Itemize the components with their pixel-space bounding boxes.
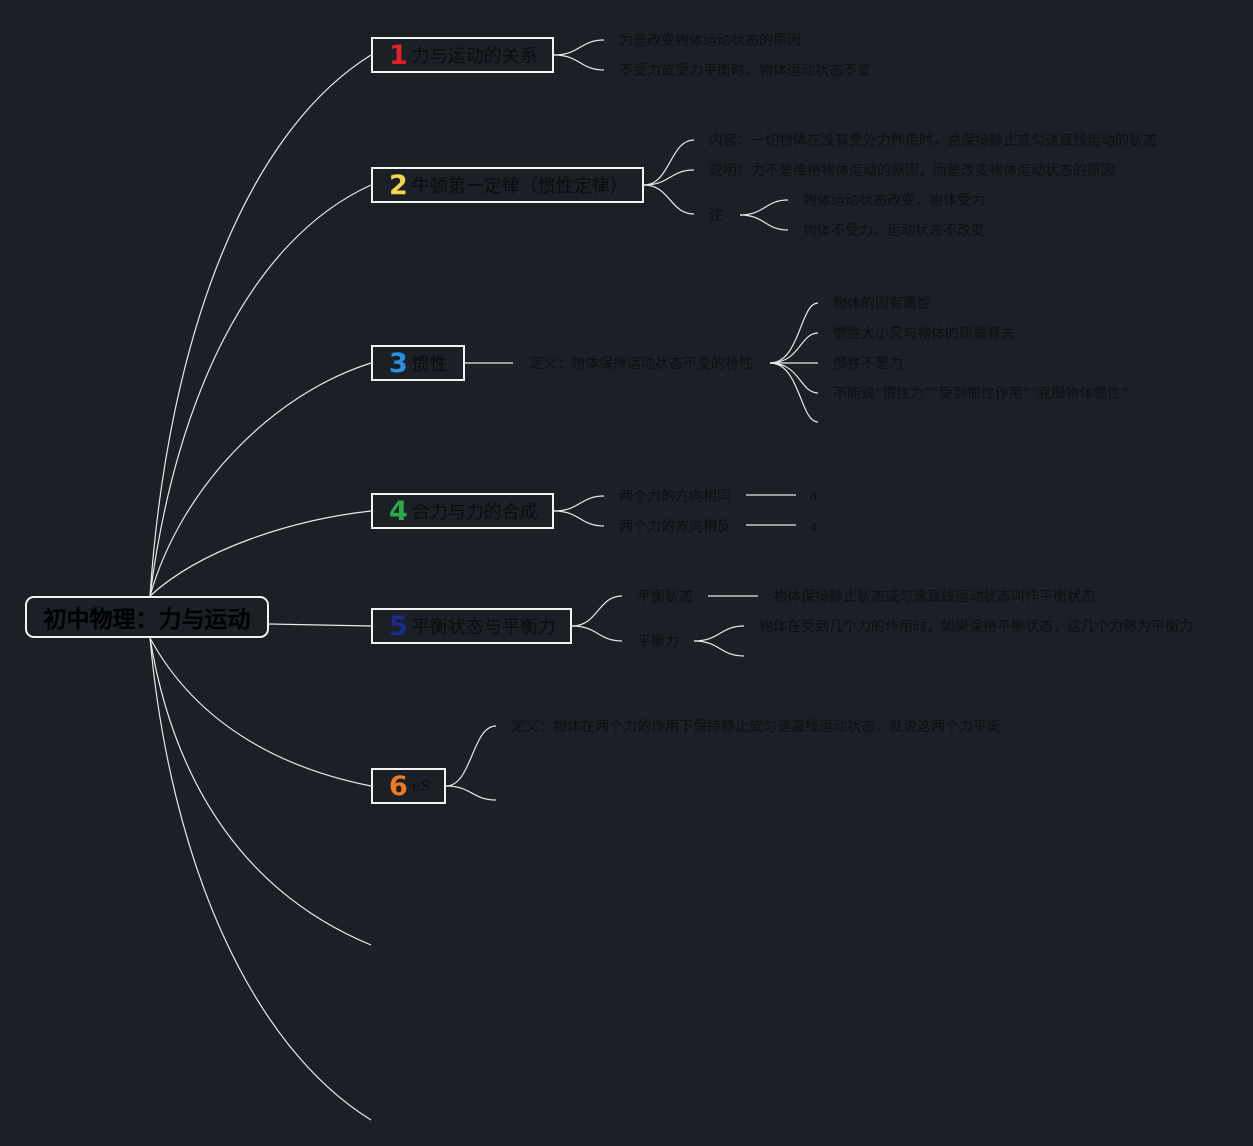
topic-4-label: 合力与力的合成 (411, 502, 538, 523)
connector-t6-a (445, 725, 497, 787)
connector-t3-d (769, 362, 819, 394)
connector-t3-a (769, 302, 819, 364)
t4-item-1-value[interactable]: a (810, 489, 818, 504)
t1-item-2[interactable]: 不受力或受力平衡时，物体运动状态不变 (619, 63, 871, 79)
topic-4[interactable]: 4 合力与力的合成 (371, 493, 554, 529)
connector-t2-note-b (739, 214, 789, 231)
connector-t4-b (553, 510, 605, 527)
t3-item-4[interactable]: 不能说“惯性力”“受到惯性作用”“克服物体惯性” (833, 386, 1129, 402)
connector-t5-force-b (693, 640, 745, 657)
connector-t1-b (553, 54, 605, 71)
topic-1-label: 力与运动的关系 (411, 46, 538, 67)
topic-6-label: eS (411, 777, 431, 795)
t5-state[interactable]: 平衡状态 (637, 589, 693, 605)
topic-3[interactable]: 3 惯性 (371, 345, 465, 381)
topic-3-label: 惯性 (411, 354, 448, 375)
t6-definition[interactable]: 定义：物体在两个力的作用下保持静止或匀速直线运动状态，就说这两个力平衡 (511, 719, 1001, 735)
connector-t5-force (571, 625, 623, 642)
root-topic-label: 初中物理：力与运动 (43, 607, 251, 633)
t4-item-1[interactable]: 两个力的方向相同 (619, 489, 731, 505)
topic-6[interactable]: 6 eS (371, 768, 446, 804)
connector-root-topic-2 (149, 184, 372, 597)
t2-content[interactable]: 内容：一切物体在没有受外力作用时，总保持静止或匀速直线运动的状态 (709, 133, 1157, 149)
connector-root-topic-6 (149, 637, 372, 787)
topic-2[interactable]: 2 牛顿第一定律（惯性定律） (371, 167, 644, 203)
connector-t6-b (445, 785, 497, 801)
topic-6-number: 6 (389, 770, 408, 802)
t5-force[interactable]: 平衡力 (637, 634, 679, 650)
t2-note-item-2[interactable]: 物体不受力，运动状态不改变 (803, 223, 985, 239)
connector-t3-e (769, 362, 819, 423)
t3-item-1[interactable]: 物体的固有属性 (833, 296, 931, 312)
connector-t5-force-a (693, 625, 745, 642)
topic-1-number: 1 (389, 39, 408, 71)
topic-3-number: 3 (389, 347, 408, 379)
topic-1[interactable]: 1 力与运动的关系 (371, 37, 554, 73)
connector-root-empty-7 (149, 637, 372, 946)
connector-root-topic-3 (149, 362, 372, 597)
root-topic[interactable]: 初中物理：力与运动 (25, 596, 269, 638)
topic-5[interactable]: 5 平衡状态与平衡力 (371, 608, 572, 644)
topic-5-label: 平衡状态与平衡力 (411, 617, 556, 638)
t3-definition[interactable]: 定义：物体保持运动状态不变的特性 (529, 356, 753, 372)
t1-item-1[interactable]: 力是改变物体运动状态的原因 (619, 33, 801, 49)
connector-t2-a (643, 139, 695, 186)
topic-2-number: 2 (389, 169, 408, 201)
connector-t5-state (571, 595, 623, 627)
t3-item-3[interactable]: 惯性不是力 (833, 356, 903, 372)
t5-force-desc[interactable]: 物体在受到几个力的作用时，如果保持平衡状态，这几个力称为平衡力 (759, 619, 1193, 635)
connector-t4-a (553, 495, 605, 512)
t5-state-desc[interactable]: 物体保持静止状态或匀速直线运动状态叫作平衡状态 (773, 589, 1095, 605)
t3-item-2[interactable]: 惯性大小只与物体的质量有关 (833, 326, 1015, 342)
t4-item-2[interactable]: 两个力的方向相反 (619, 519, 731, 535)
connector-root-topic-5 (268, 623, 372, 627)
t4-item-2-value[interactable]: a (810, 519, 818, 534)
connector-t2-note-a (739, 199, 789, 216)
connector-t3-b (769, 332, 819, 364)
t2-explain[interactable]: 说明：力不是维持物体运动的原因，而是改变物体运动状态的原因 (709, 163, 1115, 179)
connector-root-topic-4 (149, 510, 372, 597)
connector-t1-a (553, 39, 605, 56)
topic-4-number: 4 (389, 495, 408, 527)
connector-t2-b (643, 169, 695, 186)
topic-5-number: 5 (389, 610, 408, 642)
connector-t2-c (643, 184, 695, 215)
connector-root-empty-8 (149, 637, 372, 1121)
t2-note-item-1[interactable]: 物体运动状态改变，物体受力 (803, 193, 985, 209)
t2-note[interactable]: 注 (709, 208, 723, 224)
connector-root-topic-1 (149, 54, 372, 597)
topic-2-label: 牛顿第一定律（惯性定律） (411, 176, 628, 197)
